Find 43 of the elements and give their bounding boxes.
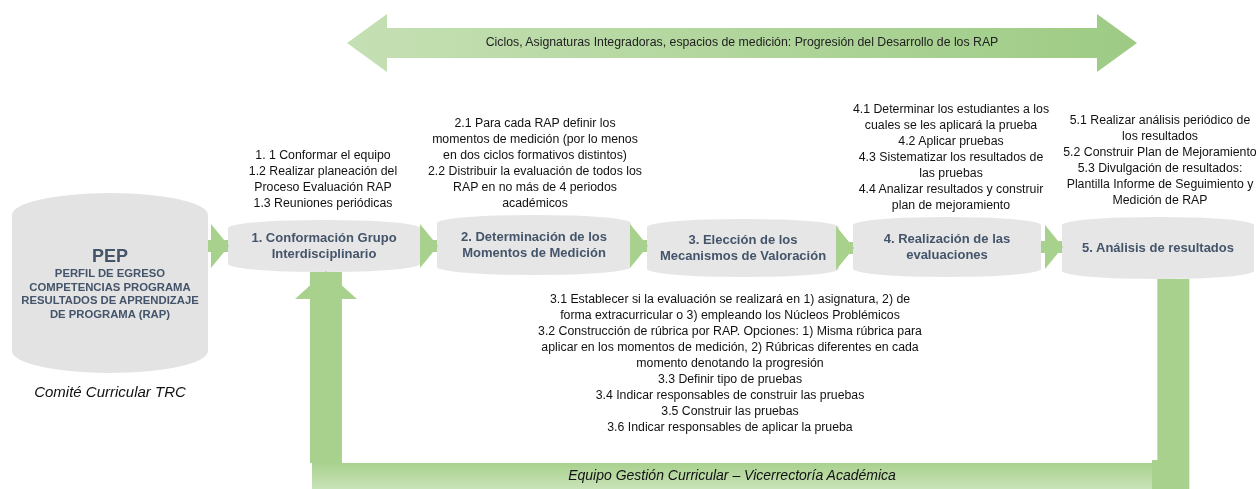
step-description: 4.2 Aplicar pruebas xyxy=(897,134,1005,151)
arrow xyxy=(208,224,229,268)
step-description: 4.1 Determinar los estudiantes a los cuales se les aplicará la prueba xyxy=(851,102,1051,135)
process-step-shape xyxy=(647,219,839,277)
arrow xyxy=(1041,225,1063,269)
feedback-band xyxy=(312,463,1152,489)
arrow xyxy=(630,224,648,268)
step-description: 2.2 Distribuir la evaluación de todos los RAP en no más de 4 periodos académicos xyxy=(427,164,643,212)
step-description: 5.2 Construir Plan de Mejoramiento xyxy=(1062,145,1256,162)
arrow xyxy=(420,224,438,268)
step-description: 3.5 Construir las pruebas xyxy=(660,403,800,420)
banner-text: Ciclos, Asignaturas Integradoras, espacios de medición: Progresión del Desarrollo de los RAP xyxy=(485,35,999,51)
step-description: 1.3 Reuniones periódicas xyxy=(252,196,394,212)
step-description: 5.3 Divulgación de resultados: Plantilla Informe de Seguimiento y Medición de RAP xyxy=(1065,161,1255,209)
double-arrow-banner xyxy=(347,14,1137,72)
step-description: 4.4 Analizar resultados y construir plan de mejoramiento xyxy=(857,182,1045,214)
step-description: 3.2 Construcción de rúbrica por RAP. Opciones: 1) Misma rúbrica para aplicar en los momentos de medición, 2) Rúbricas diferentes en cada momento denotando la progresión xyxy=(537,323,923,372)
step-description: 1. 1 Conformar el equipo xyxy=(254,148,392,165)
step-description: 3.6 Indicar responsables de aplicar la prueba xyxy=(606,419,854,436)
caption-text: Comité Curricular TRC xyxy=(33,382,187,402)
node-text: PERFIL DE EGRESO COMPETENCIAS PROGRAMA RESULTADOS DE APRENDIZAJE DE PROGRAMA (RAP) xyxy=(20,267,200,322)
step-title: 5. Análisis de resultados xyxy=(1081,239,1235,257)
step-description: 5.1 Realizar análisis periódico de los resultados xyxy=(1068,113,1252,146)
process-step-shape xyxy=(1062,217,1254,279)
process-step-shape xyxy=(853,217,1041,277)
step-description: 3.1 Establecer si la evaluación se realizará en 1) asignatura, 2) de forma extracurricular o 3) empleando los Núcleos Problémicos xyxy=(548,292,912,324)
step-description: 1.2 Realizar planeación del Proceso Evaluación RAP xyxy=(247,164,399,196)
cylinder-shape xyxy=(12,193,208,373)
arrow xyxy=(294,271,357,463)
step-description: 3.4 Indicar responsables de construir las pruebas xyxy=(594,387,866,404)
step-title: 3. Elección de los Mecanismos de Valoración xyxy=(658,231,828,265)
band-text: Equipo Gestión Curricular – Vicerrectoría Académica xyxy=(568,467,896,485)
arrow xyxy=(836,226,854,270)
step-description: 3.3 Definir tipo de pruebas xyxy=(656,371,804,388)
step-description: 4.3 Sistematizar los resultados de las pruebas xyxy=(857,150,1045,183)
connector-band xyxy=(1152,279,1190,489)
step-title: 1. Conformación Grupo Interdisciplinario xyxy=(250,229,398,263)
step-title: 2. Determinación de los Momentos de Medición xyxy=(460,228,608,262)
step-description: 2.1 Para cada RAP definir los momentos de medición (por lo menos en dos ciclos formativos distintos) xyxy=(431,116,639,165)
step-title: 4. Realización de las evaluaciones xyxy=(882,230,1012,264)
process-step-shape xyxy=(228,220,420,272)
node-title: PEP xyxy=(92,244,128,268)
process-step-shape xyxy=(437,215,631,275)
